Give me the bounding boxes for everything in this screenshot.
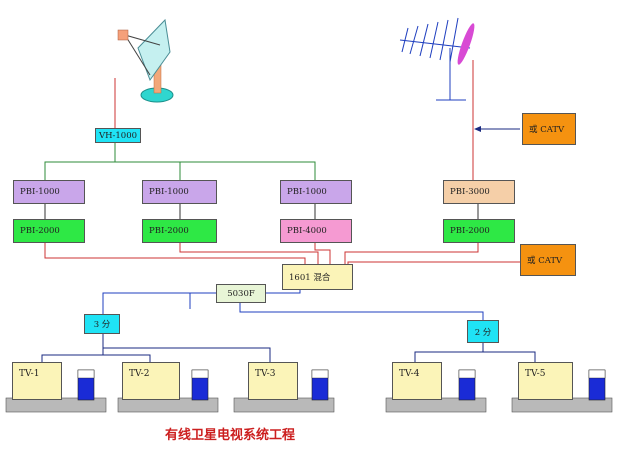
wire-amp-split3 <box>102 292 218 314</box>
wire-split3-tv2 <box>103 354 151 362</box>
wire-vh-to-pbi1b <box>115 161 181 180</box>
catv-label-top: 或 CATV <box>529 125 565 135</box>
wire-amp-split2 <box>239 303 484 320</box>
wire-pbi2a-mixer <box>44 243 306 264</box>
pbi-1000-box-c: PBI-1000 <box>280 180 352 204</box>
wire-pbi2b-mixer <box>179 243 319 264</box>
pbi-1000-label-a: PBI-1000 <box>20 187 60 197</box>
tv-3-label: TV-3 <box>255 369 276 379</box>
pbi-1000-box-a: PBI-1000 <box>13 180 85 204</box>
diagram-caption: 有线卫星电视系统工程 <box>164 428 295 443</box>
pbi-4000-label: PBI-4000 <box>287 226 327 236</box>
tv-4-label: TV-4 <box>399 369 420 379</box>
tv-2-label: TV-2 <box>129 369 150 379</box>
satellite-dish-icon <box>117 18 174 103</box>
splitter-3-box: 3 分 <box>84 314 120 334</box>
catv-box-top: 或 CATV <box>522 113 576 145</box>
tv-set-icon-1: TV-1 <box>12 362 62 400</box>
yagi-antenna-icon <box>399 17 475 101</box>
wire-split3-tv3 <box>103 347 271 362</box>
pbi-3000-box: PBI-3000 <box>443 180 515 204</box>
wire-split2-tv5 <box>483 351 536 362</box>
tv-1-label: TV-1 <box>19 369 40 379</box>
arrow-left-icon <box>474 126 481 132</box>
pbi-2000-label-b: PBI-2000 <box>149 226 189 236</box>
pbi-3000-label: PBI-3000 <box>450 187 490 197</box>
tv-set-icon-3: TV-3 <box>248 362 298 400</box>
vh-1000-label: VH-1000 <box>98 130 138 141</box>
pbi-2000-label-a: PBI-2000 <box>20 226 60 236</box>
pbi-1000-label-b: PBI-1000 <box>149 187 189 197</box>
pbi-2000-box-d: PBI-2000 <box>443 219 515 243</box>
splitter-3-label: 3 分 <box>93 320 111 330</box>
catv-box-bottom: 或 CATV <box>520 244 576 276</box>
pbi-2000-box-a: PBI-2000 <box>13 219 85 243</box>
wire-catv-mixer <box>347 261 520 269</box>
tv-station-4 <box>385 369 487 413</box>
pbi-1000-box-b: PBI-1000 <box>142 180 217 204</box>
tv-station-2 <box>117 369 219 413</box>
pbi-4000-box: PBI-4000 <box>280 219 352 243</box>
vh-1000-box: VH-1000 <box>95 128 141 143</box>
wire-vh-to-pbi1a <box>44 142 116 180</box>
tv-set-icon-5: TV-5 <box>518 362 573 400</box>
amplifier-label: 5030F <box>227 288 255 299</box>
pbi-1000-label-c: PBI-1000 <box>287 187 327 197</box>
splitter-2-box: 2 分 <box>467 320 499 343</box>
tv-set-icon-4: TV-4 <box>392 362 442 400</box>
tv-station-3 <box>233 369 335 413</box>
wire-pbi4-mixer <box>314 243 331 264</box>
wire-pbi2d-mixer <box>344 243 479 264</box>
splitter-2-label: 2 分 <box>474 327 492 338</box>
amplifier-box: 5030F <box>216 284 266 303</box>
pbi-2000-box-b: PBI-2000 <box>142 219 217 243</box>
tv-set-icon-2: TV-2 <box>122 362 180 400</box>
tv-station-5 <box>511 369 613 413</box>
wire-vh-to-pbi1c <box>180 161 316 180</box>
wire-split3-tv1 <box>41 334 104 362</box>
tv-station-1 <box>5 369 107 413</box>
mixer-box: 1601 混合 <box>282 264 353 290</box>
wire-split2-tv4 <box>414 343 484 362</box>
catv-label-bottom: 或 CATV <box>527 256 563 266</box>
pbi-2000-label-d: PBI-2000 <box>450 226 490 236</box>
tv-5-label: TV-5 <box>525 369 546 379</box>
mixer-label: 1601 混合 <box>289 273 331 283</box>
